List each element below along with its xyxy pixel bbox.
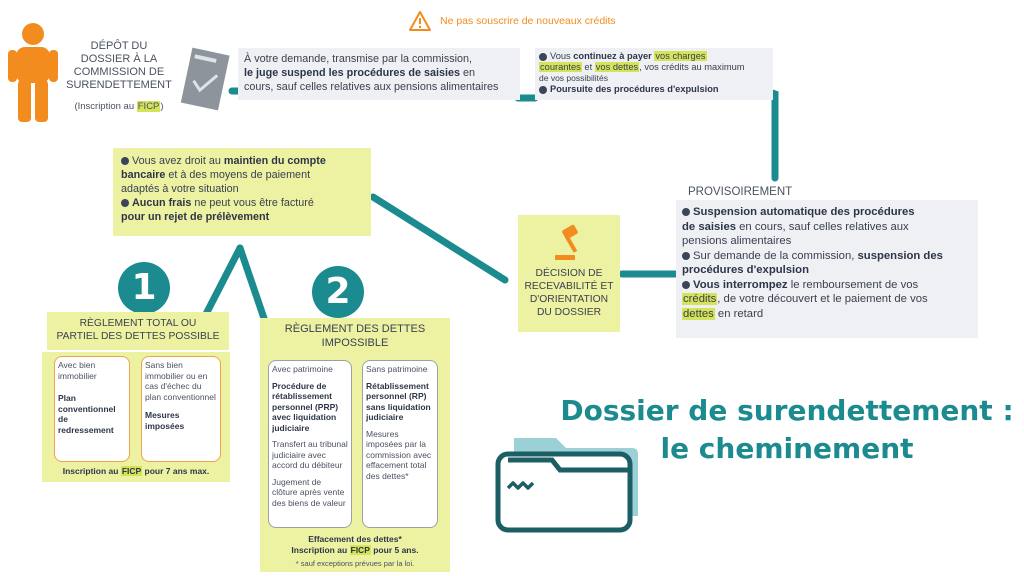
option1-title: RÈGLEMENT TOTAL OU PARTIEL DES DETTES PO… [47,312,229,350]
option2-title: RÈGLEMENT DES DETTES IMPOSSIBLE [260,318,450,356]
option2-left-card: Avec patrimoine Procédure de rétablissem… [268,360,352,528]
compte-bancaire-box: Vous avez droit au maintien du compte ba… [113,148,371,236]
step-1-badge: 1 [118,262,170,314]
option2-footer: Effacement des dettes* Inscription au FI… [291,534,419,555]
bullet-icon [682,251,690,260]
decision-box: DÉCISION DE RECEVABILITÉ ET D'ORIENTATIO… [518,215,620,332]
depot-line-1: DÉPÔT DU [90,40,148,52]
bullet-icon [121,157,129,166]
bullet-icon [539,85,547,94]
warning-icon [409,11,431,31]
continuer-payer-box: Vous continuez à payer vos charges coura… [535,48,773,100]
page-title: Dossier de surendettement : le chemineme… [560,394,1014,465]
depot-line-4: SURENDETTEMENT [66,79,172,91]
option2-right-card: Sans patrimoine Rétablissement personnel… [362,360,438,528]
warning-text: Ne pas souscrire de nouveaux crédits [440,15,616,27]
depot-ficp-note: (Inscription au FICP) [74,101,164,112]
option2-note: * sauf exceptions prévues par la loi. [295,559,415,568]
option1-left-card: Avec bien immobilier Plan conventionnel … [54,356,130,462]
depot-line-2: DOSSIER À LA [80,53,158,65]
warning-note: Ne pas souscrire de nouveaux crédits [408,10,616,32]
gavel-icon [555,224,578,260]
person-icon [8,23,58,122]
bullet-icon [682,208,690,217]
option1-footer: Inscription au FICP pour 7 ans max. [62,466,210,476]
step-2-badge: 2 [312,266,364,318]
depot-line-3: COMMISSION DE [73,66,165,78]
bullet-icon [539,52,547,61]
juge-suspend-box: À votre demande, transmise par la commis… [238,48,520,100]
provisoirement-box: Suspension automatique des procédures de… [676,200,978,338]
bullet-icon [121,199,129,208]
document-icon [180,47,230,111]
bullet-icon [682,280,690,289]
option1-right-card: Sans bien immobilier ou en cas d'échec d… [141,356,221,462]
provisoirement-title: PROVISOIREMENT [688,186,793,198]
folder-icon [495,438,638,533]
depot-block: DÉPÔT DU DOSSIER À LA COMMISSION DE SURE… [60,40,178,113]
